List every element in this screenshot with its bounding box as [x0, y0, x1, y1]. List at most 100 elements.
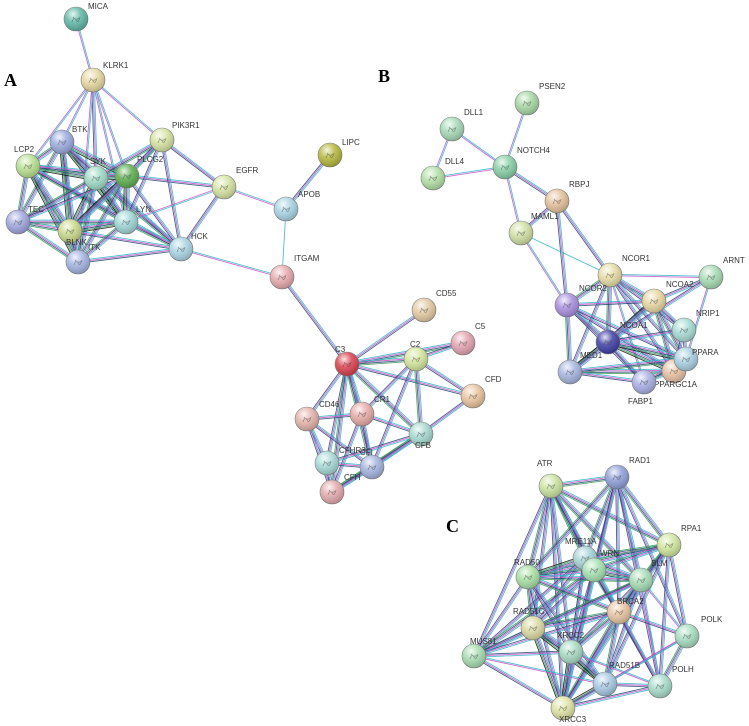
- edge-line: [607, 328, 684, 342]
- node-dll1[interactable]: DLL1: [439, 108, 484, 142]
- node-xrcc2[interactable]: XRCC2: [557, 631, 585, 665]
- node-itk[interactable]: ITK: [65, 243, 101, 275]
- node-ncor1[interactable]: NCOR1: [597, 254, 651, 288]
- node-c3[interactable]: C3: [334, 345, 360, 377]
- node-polh[interactable]: POLH: [647, 665, 694, 699]
- edge-line: [533, 627, 565, 708]
- node-brca2[interactable]: BRCA2: [606, 597, 644, 625]
- node-egfr[interactable]: EGFR: [211, 166, 258, 200]
- edge-line: [27, 165, 182, 250]
- node-rbpj[interactable]: RBPJ: [544, 180, 589, 214]
- edge-line: [532, 627, 564, 709]
- edge-line: [416, 358, 423, 434]
- node-tec[interactable]: TEC: [5, 205, 44, 235]
- node-gloss: [516, 565, 540, 589]
- edge-cr1-cfh: [330, 413, 364, 493]
- node-hck[interactable]: HCK: [168, 232, 209, 262]
- node-ppara[interactable]: PPARA: [673, 346, 719, 372]
- node-rad1[interactable]: RAD1: [604, 456, 651, 490]
- edge-line: [345, 308, 424, 364]
- node-mus81[interactable]: MUS81: [461, 637, 497, 669]
- node-nrip1[interactable]: NRIP1: [671, 309, 720, 343]
- node-ncoa1[interactable]: NCOA1: [595, 321, 648, 355]
- node-polk[interactable]: POLK: [674, 615, 723, 649]
- edge-line: [27, 166, 181, 251]
- edge-rad51c-xrcc3: [530, 626, 566, 710]
- edge-line: [528, 477, 618, 578]
- node-c2[interactable]: C2: [403, 340, 429, 372]
- node-med1[interactable]: MED1: [557, 351, 603, 385]
- node-mica[interactable]: MICA: [63, 2, 109, 32]
- edge-line: [474, 570, 595, 657]
- node-gloss: [539, 474, 563, 498]
- node-label-tec: TEC: [28, 205, 44, 214]
- edge-line: [69, 139, 163, 232]
- node-label-rbpj: RBPJ: [569, 180, 589, 189]
- edge-line: [616, 477, 669, 546]
- node-psen2[interactable]: PSEN2: [514, 82, 566, 116]
- node-itgam[interactable]: ITGAM: [269, 254, 320, 290]
- node-atr[interactable]: ATR: [537, 459, 564, 499]
- edge-line: [26, 166, 78, 263]
- edge-line: [551, 485, 670, 545]
- node-pik3r1[interactable]: PIK3R1: [149, 121, 200, 153]
- edge-line: [583, 476, 617, 558]
- node-arnt[interactable]: ARNT: [698, 256, 745, 290]
- edge-line: [472, 576, 528, 656]
- node-wrn[interactable]: WRN: [581, 549, 619, 583]
- edge-cfb-cfhr3: [326, 432, 422, 465]
- node-blnk[interactable]: BLNK: [57, 218, 88, 247]
- node-cfhr3[interactable]: CFHR3: [314, 446, 366, 476]
- edge-line: [474, 654, 564, 708]
- node-dll4[interactable]: DLL4: [420, 157, 465, 191]
- edge-line: [333, 364, 350, 493]
- edge-line: [346, 363, 474, 397]
- edge-line: [616, 476, 688, 637]
- node-cd46[interactable]: CD46: [294, 400, 340, 432]
- protein-structure-icon: [468, 393, 478, 400]
- node-label-cd55: CD55: [436, 289, 457, 298]
- node-gloss: [657, 533, 681, 557]
- protein-structure-icon: [552, 198, 562, 205]
- edge-klrk1-lcp2: [27, 79, 94, 167]
- edge-line: [347, 363, 422, 434]
- node-plcg2[interactable]: PLCG2: [114, 155, 164, 189]
- node-cr1[interactable]: CR1: [349, 395, 391, 427]
- node-rad51c[interactable]: RAD51C: [513, 607, 546, 641]
- edge-polk-xrcc3: [562, 635, 688, 709]
- node-blm[interactable]: BLM: [628, 559, 668, 593]
- protein-structure-icon: [57, 139, 67, 146]
- node-rad50[interactable]: RAD50: [514, 558, 540, 590]
- node-rad51b[interactable]: RAD51B: [592, 661, 640, 697]
- node-apob[interactable]: APOB: [273, 190, 320, 222]
- node-xrcc3[interactable]: XRCC3: [550, 695, 587, 724]
- node-cfh[interactable]: CFH: [319, 473, 361, 505]
- node-notch4[interactable]: NOTCH4: [492, 146, 550, 180]
- node-fabp1[interactable]: FABP1: [628, 369, 657, 406]
- edge-line: [92, 80, 162, 141]
- node-maml1[interactable]: MAML1: [508, 212, 559, 246]
- node-lyn[interactable]: LYN: [113, 205, 151, 235]
- edge-line: [92, 79, 97, 179]
- node-gloss: [274, 197, 298, 221]
- node-label-cfhr3: CFHR3: [339, 446, 366, 455]
- node-cfi[interactable]: CFI: [359, 448, 385, 480]
- edge-c2-cfb: [413, 358, 424, 435]
- protein-structure-icon: [342, 361, 352, 368]
- node-lipc[interactable]: LIPC: [317, 138, 360, 168]
- node-cfd[interactable]: CFD: [460, 375, 502, 409]
- node-syk[interactable]: SYK: [83, 157, 109, 191]
- node-c5[interactable]: C5: [450, 322, 486, 356]
- node-cd55[interactable]: CD55: [411, 289, 457, 323]
- node-gloss: [50, 130, 74, 154]
- protein-structure-icon: [277, 274, 287, 281]
- node-klrk1[interactable]: KLRK1: [80, 61, 129, 93]
- edge-line: [473, 650, 571, 656]
- edge-line: [527, 476, 617, 577]
- node-ncoa2[interactable]: NCOA2: [641, 280, 694, 314]
- node-cfb[interactable]: CFB: [408, 421, 434, 450]
- node-lcp2[interactable]: LCP2: [14, 145, 41, 179]
- node-rpa1[interactable]: RPA1: [656, 524, 702, 558]
- node-btk[interactable]: BTK: [49, 125, 88, 155]
- node-ncor2[interactable]: NCOR2: [554, 284, 608, 318]
